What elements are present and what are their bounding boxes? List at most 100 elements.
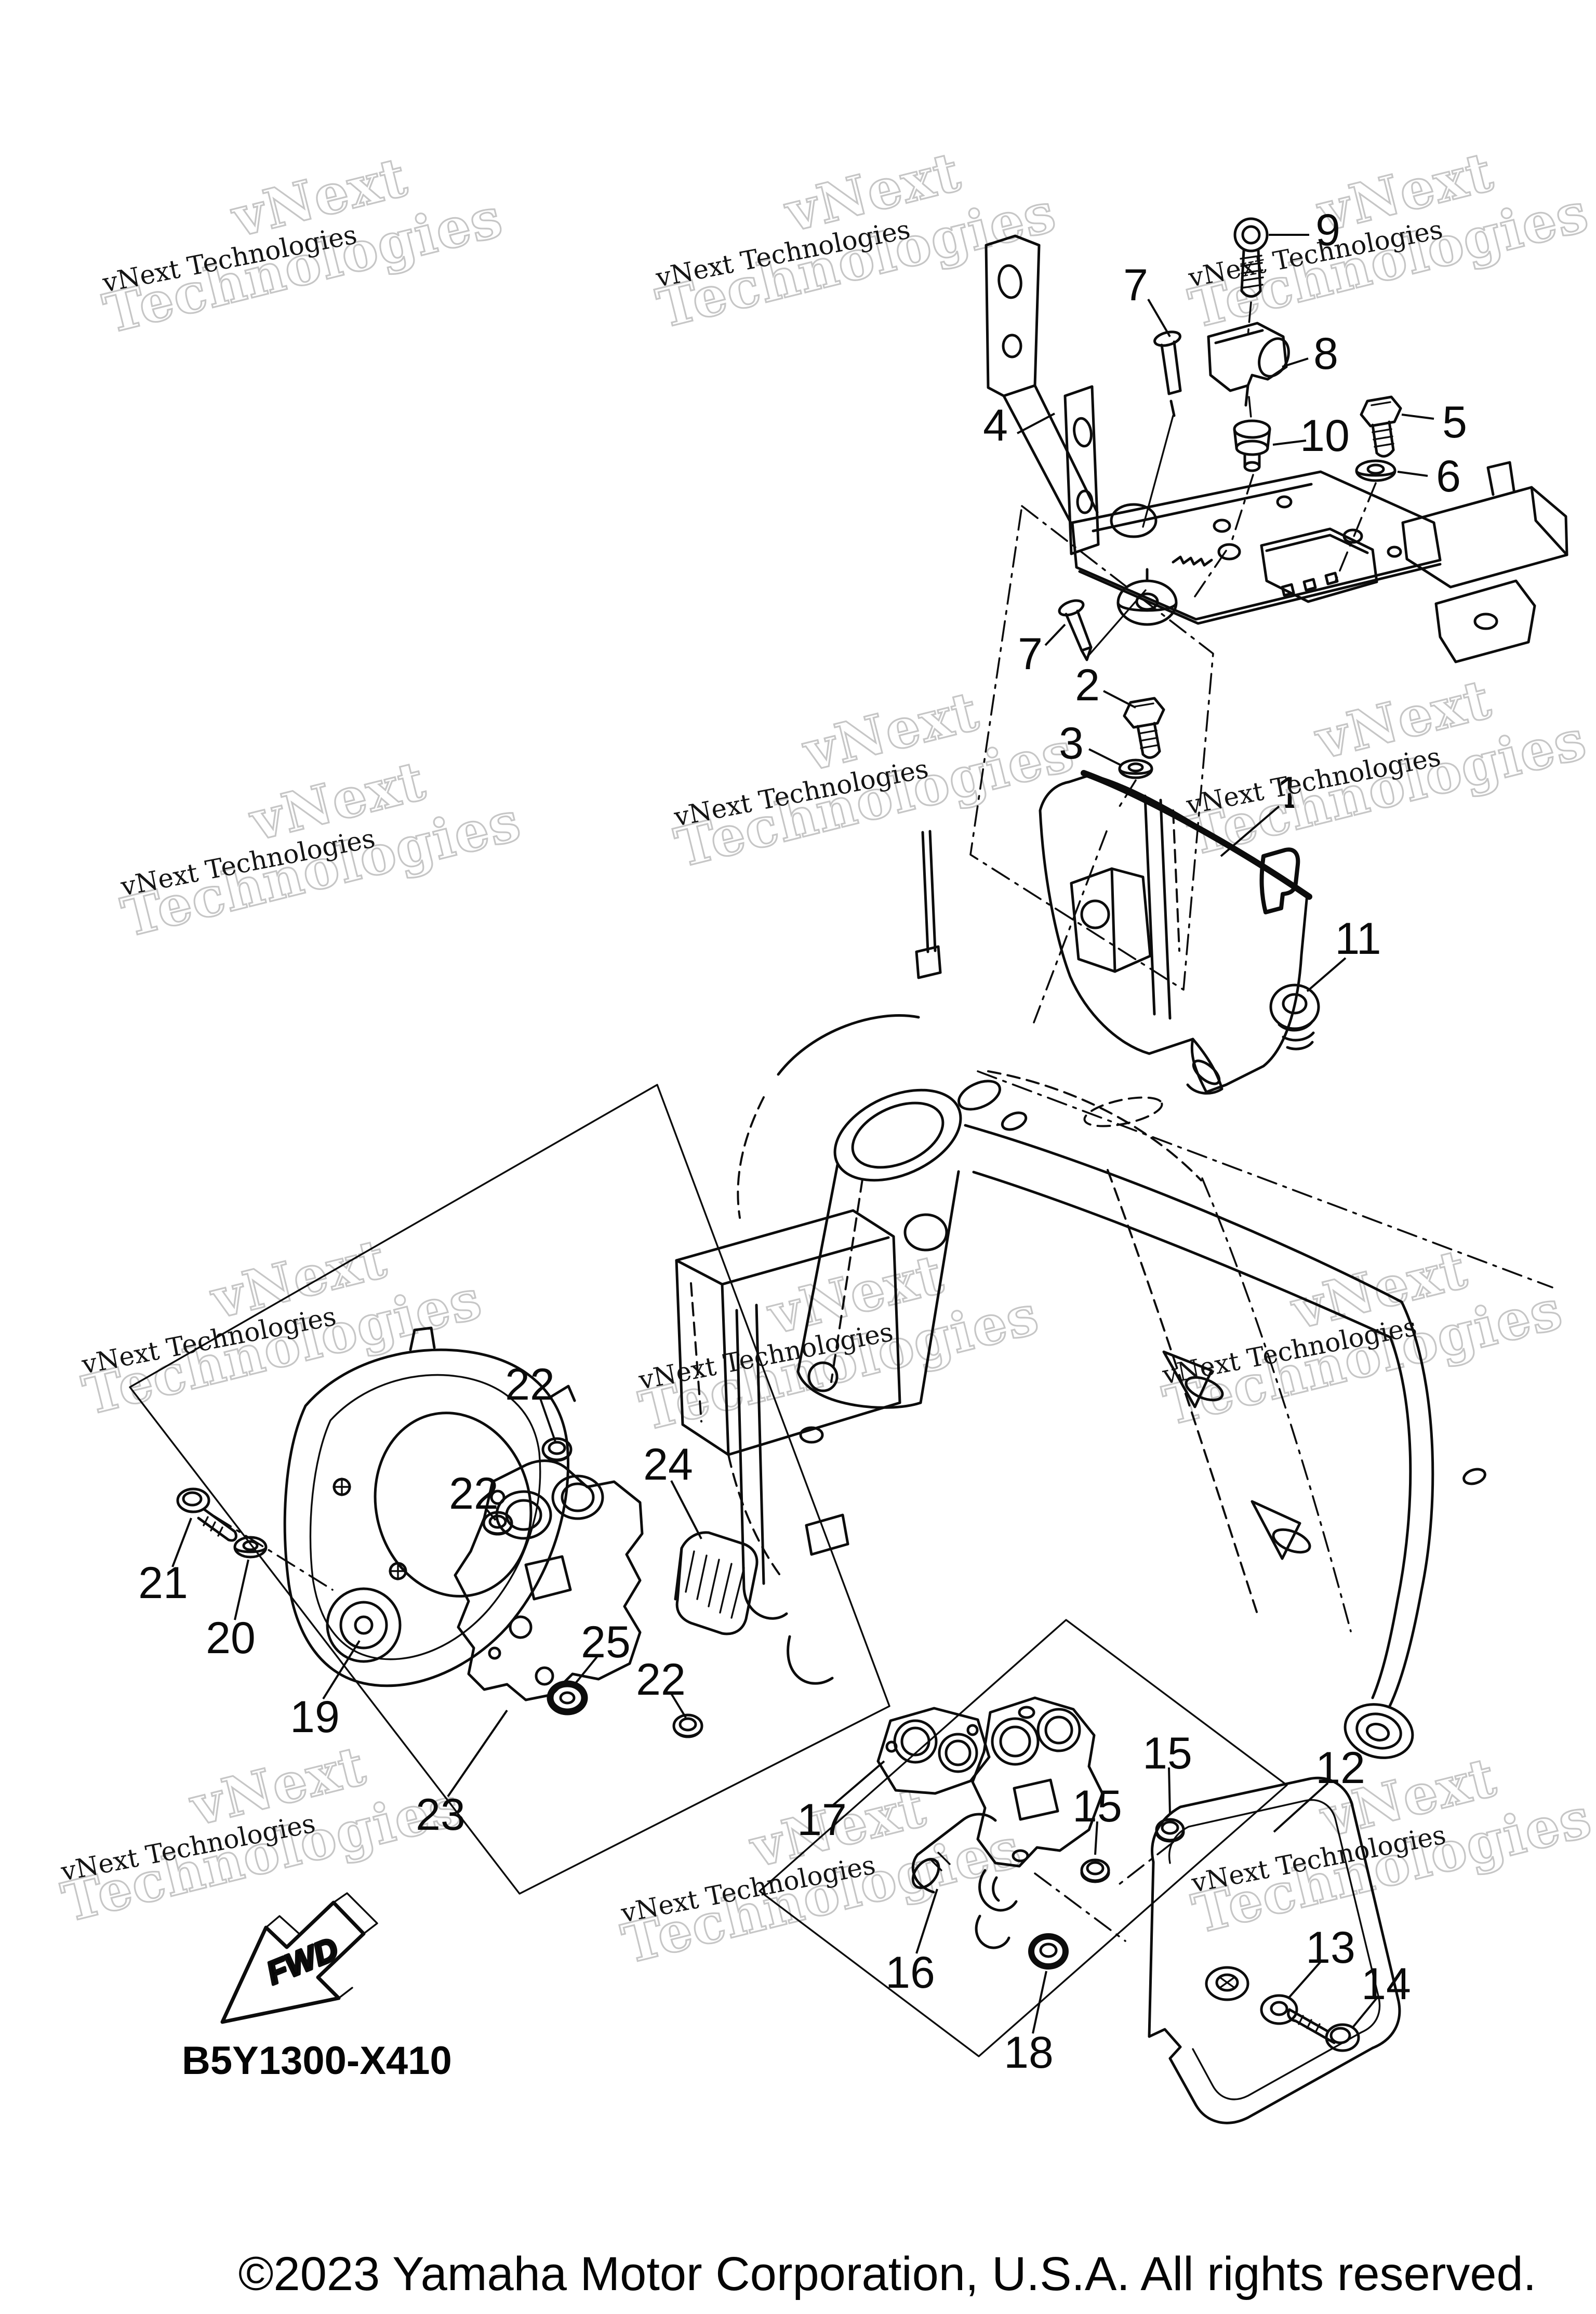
- leader-line: [670, 1693, 687, 1719]
- cover-12-art: [1148, 1777, 1401, 2124]
- fwd-label: FWD: [262, 1931, 343, 1992]
- part-label-2: 2: [1075, 660, 1100, 710]
- part-label-7: 7: [1123, 260, 1148, 310]
- leader-lines-layer: [171, 234, 1434, 2034]
- leader-line: [1032, 1971, 1047, 2034]
- grommet-11-art: [1269, 983, 1320, 1050]
- part-label-8: 8: [1313, 329, 1338, 379]
- part-label-18: 18: [1004, 2028, 1054, 2078]
- leader-line: [1044, 623, 1066, 646]
- part-label-6: 6: [1436, 451, 1461, 501]
- leader-line: [1306, 957, 1347, 992]
- part-label-16: 16: [885, 1948, 935, 1998]
- washer-6-art: [1355, 459, 1396, 482]
- leader-line: [1088, 748, 1121, 766]
- part-label-17: 17: [797, 1795, 847, 1845]
- leader-line: [1103, 690, 1136, 709]
- leader-line: [234, 1559, 249, 1620]
- leader-line: [574, 1655, 598, 1685]
- leader-line: [1220, 805, 1280, 857]
- leader-line: [1094, 1821, 1098, 1855]
- fwd-arrow: FWD: [220, 1892, 378, 2024]
- diagram-code: B5Y1300-X410: [182, 2039, 452, 2083]
- part-label-7: 7: [1018, 629, 1043, 679]
- bolt-5-art: [1360, 395, 1402, 458]
- part-label-25: 25: [581, 1617, 631, 1667]
- part-label-21: 21: [138, 1558, 188, 1608]
- rivet-7a-art: [1142, 330, 1182, 528]
- washer-3-art: [1118, 759, 1153, 779]
- assembly-axis-lines: [1033, 301, 1377, 1023]
- grommet-25-art: [547, 1680, 588, 1715]
- part-label-22: 22: [505, 1360, 555, 1409]
- part-label-19: 19: [290, 1692, 340, 1742]
- section-plane-upper: [969, 505, 1214, 991]
- leader-line: [832, 1760, 885, 1806]
- screw-21-art: [176, 1487, 237, 1542]
- labels-under-layer: 1: [1276, 768, 1301, 818]
- rivet-7b-art: [1058, 589, 1147, 661]
- stay-16-art: [911, 1696, 1174, 1949]
- leader-line: [1147, 298, 1171, 338]
- grommet-10-art: [1233, 419, 1271, 472]
- screw-14-art: [1287, 2008, 1360, 2052]
- leader-line: [1352, 1997, 1378, 2028]
- leader-line: [1017, 413, 1055, 434]
- frame-art: [675, 830, 1553, 1759]
- part-label-15: 15: [1142, 1728, 1192, 1778]
- leader-line: [1168, 1767, 1171, 1815]
- copyright-text: ©2023 Yamaha Motor Corporation, U.S.A. A…: [238, 2247, 1536, 2300]
- leader-line: [171, 1518, 192, 1567]
- leader-line: [1272, 440, 1307, 446]
- section-plane-lower: [759, 1619, 1288, 2057]
- part-label-23: 23: [416, 1790, 466, 1840]
- part-label-24: 24: [643, 1440, 693, 1490]
- screw-22-art: [213, 1437, 703, 1738]
- part-label-20: 20: [206, 1613, 256, 1663]
- bolt-2-art: [1123, 697, 1165, 759]
- leader-line: [539, 1398, 557, 1444]
- panel-1-art: [1039, 770, 1312, 1095]
- screw-9-art: [1233, 217, 1269, 298]
- washer-13-art: [1260, 1994, 1298, 2025]
- leader-line: [1401, 414, 1434, 420]
- part-label-12: 12: [1315, 1743, 1365, 1793]
- leader-line: [1397, 471, 1428, 477]
- section-plane-headlight: [129, 1084, 890, 1895]
- part-label-22: 22: [636, 1655, 686, 1705]
- gasket-17-art: [876, 1707, 991, 1795]
- part-label-14: 14: [1361, 1959, 1411, 2009]
- grille-24-art: [674, 1531, 759, 1635]
- washer-20-art: [233, 1536, 268, 1559]
- leader-line: [322, 1640, 361, 1700]
- leader-line: [1273, 1782, 1329, 1833]
- plate-23-art: [454, 1459, 644, 1701]
- part-label-1: 1: [1276, 768, 1301, 818]
- sensor-8-art: [1207, 322, 1290, 407]
- part-label-9: 9: [1315, 205, 1340, 255]
- bracket-4-art: [985, 234, 1568, 663]
- leader-line: [483, 1506, 497, 1521]
- leader-line: [915, 1889, 938, 1954]
- part-label-13: 13: [1306, 1923, 1355, 1973]
- part-label-4: 4: [983, 401, 1008, 450]
- leader-line: [670, 1480, 702, 1539]
- leader-line: [1282, 357, 1309, 368]
- part-label-5: 5: [1442, 397, 1467, 447]
- leader-line: [447, 1709, 508, 1798]
- part-label-11: 11: [1335, 914, 1381, 964]
- part-label-3: 3: [1059, 719, 1084, 768]
